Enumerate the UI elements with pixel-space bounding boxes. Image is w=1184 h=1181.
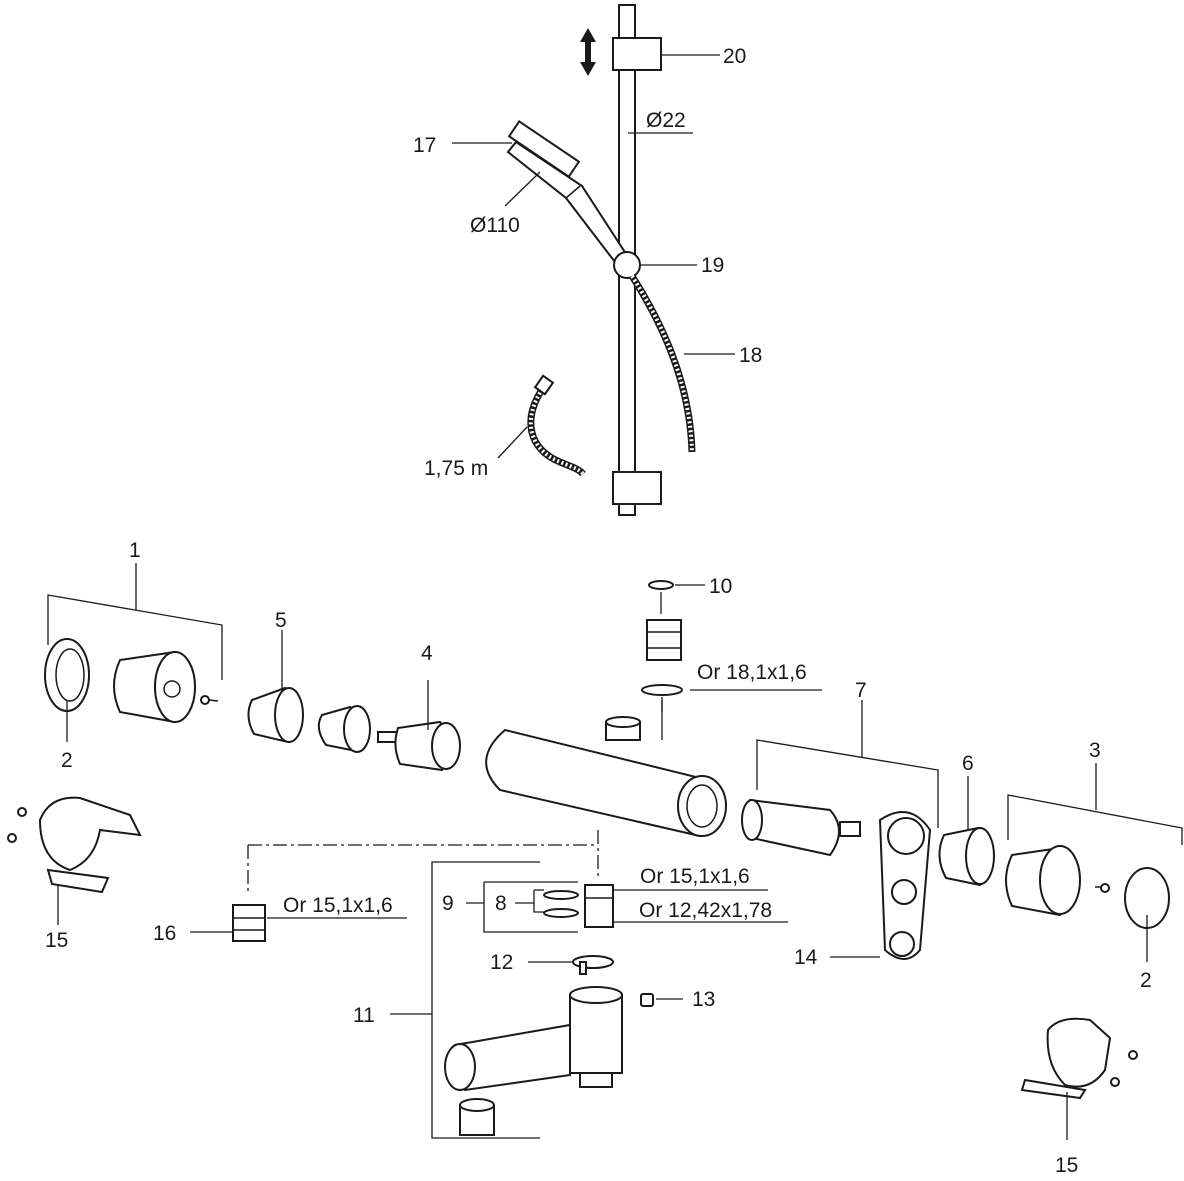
adjusting-nut xyxy=(247,630,304,744)
wall-bracket-right xyxy=(1020,1017,1138,1140)
bottom-bracket xyxy=(612,471,662,505)
callout-12: 12 xyxy=(490,951,513,974)
hose-length-label: 1,75 m xyxy=(424,457,488,480)
shower-rail-assembly xyxy=(452,4,735,516)
spare-hose xyxy=(527,374,586,477)
callout-6: 6 xyxy=(962,752,974,775)
diverter-lever xyxy=(830,811,932,960)
right-cartridge-group xyxy=(741,700,939,857)
cover-cap-left xyxy=(113,650,196,724)
right-nut xyxy=(938,776,995,887)
callout-20: 20 xyxy=(723,45,746,68)
diverter-cartridge xyxy=(741,798,861,857)
top-connector-stack xyxy=(641,580,822,712)
callout-15-left: 15 xyxy=(45,929,68,952)
left-cover-group xyxy=(44,563,223,742)
wall-nipple xyxy=(190,904,407,942)
callout-4: 4 xyxy=(421,642,433,665)
callout-9: 9 xyxy=(442,892,454,915)
shower-hose xyxy=(629,274,696,453)
slider-bracket xyxy=(612,37,662,71)
up-down-arrow-icon xyxy=(580,28,596,76)
callout-2-left: 2 xyxy=(61,749,73,772)
callout-16: 16 xyxy=(153,922,176,945)
callout-18: 18 xyxy=(739,344,762,367)
screw-right xyxy=(1095,883,1110,893)
wall-bracket-left xyxy=(7,796,142,925)
retaining-clip xyxy=(528,955,614,975)
callout-11: 11 xyxy=(353,1004,375,1027)
thermostatic-cartridge xyxy=(377,680,461,772)
callout-19: 19 xyxy=(701,254,724,277)
callout-17: 17 xyxy=(413,134,436,157)
callout-10: 10 xyxy=(709,575,732,598)
grub-screw xyxy=(640,993,683,1007)
seal-or-12-label: Or 12,42x1,78 xyxy=(639,899,772,922)
shower-holder xyxy=(613,251,641,279)
head-diameter-label: Ø110 xyxy=(470,214,520,237)
callout-7: 7 xyxy=(855,679,867,702)
callout-13: 13 xyxy=(692,988,715,1011)
seal-or-15-top-label: Or 15,1x1,6 xyxy=(640,865,750,888)
screw-left xyxy=(200,695,219,705)
hand-shower xyxy=(506,120,632,268)
callout-2-right: 2 xyxy=(1140,969,1152,992)
callout-8: 8 xyxy=(495,892,507,915)
mixer-body xyxy=(485,700,727,838)
callout-15-right: 15 xyxy=(1055,1154,1078,1177)
seal-or-18-label: Or 18,1x1,6 xyxy=(697,661,807,684)
callout-5: 5 xyxy=(275,609,287,632)
bar-diameter-label: Ø22 xyxy=(646,109,686,132)
right-cover-group xyxy=(1005,763,1183,962)
stop-ring xyxy=(317,705,371,753)
spout-connector xyxy=(466,881,788,933)
callout-1: 1 xyxy=(129,539,141,562)
callout-14: 14 xyxy=(794,946,818,969)
bath-spout xyxy=(390,861,623,1139)
callout-3: 3 xyxy=(1089,739,1101,762)
cover-cap-right xyxy=(1005,845,1081,917)
seal-or-15-left-label: Or 15,1x1,6 xyxy=(283,894,393,917)
labels: 20 Ø22 17 Ø110 19 18 1,75 m 1 10 5 4 Or … xyxy=(45,45,1152,1177)
